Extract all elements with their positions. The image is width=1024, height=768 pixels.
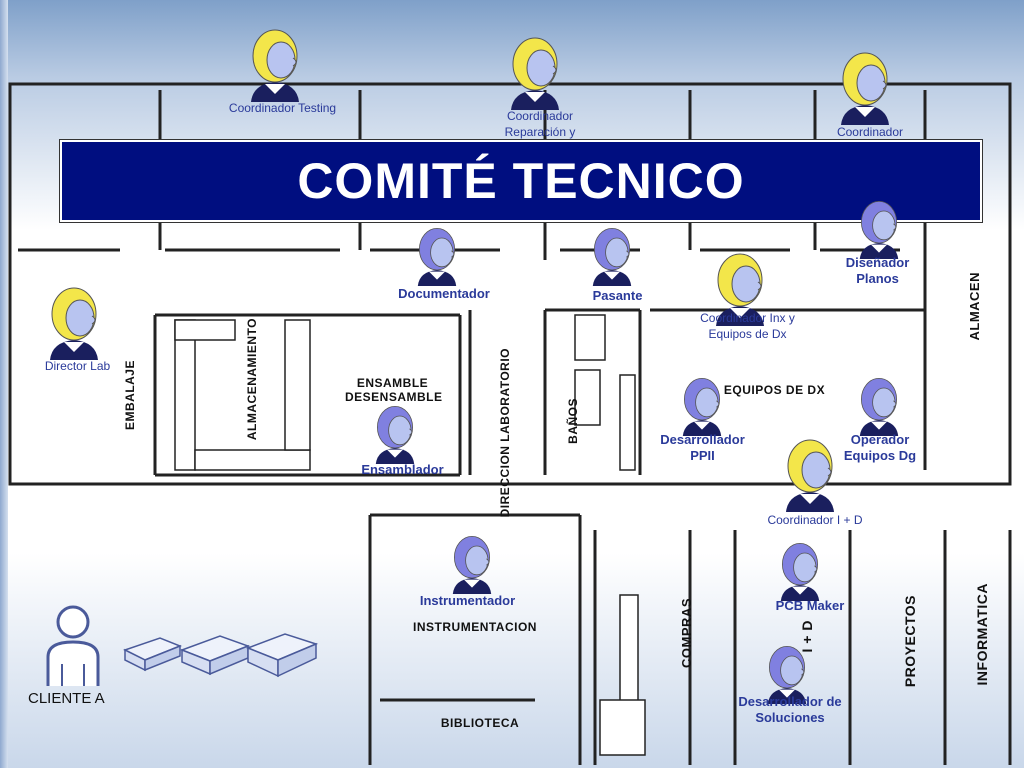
person-label-disenador: Diseñador Planos [845, 255, 910, 286]
page-title: COMITÉ TECNICO [297, 153, 745, 209]
room-ensamble: ENSAMBLE DESENSAMBLE [345, 376, 443, 404]
person-icon [50, 287, 98, 360]
person-label-operador: Operador Equipos Dg [843, 432, 917, 463]
room-embalaje: EMBALAJE [123, 360, 137, 431]
person-label-coord-top-right: Coordinador [836, 125, 904, 139]
room-equipos: EQUIPOS DE DX [723, 383, 826, 397]
client-label: CLIENTE A [28, 690, 105, 707]
wall [8, 82, 1012, 486]
person-label-coord-id: Coordinador I + D [767, 513, 863, 527]
devices-group [123, 633, 319, 678]
room-compras: COMPRAS [679, 598, 694, 668]
person-label-coord-reparacion: Coordinador Reparación y [504, 109, 576, 139]
slide-left-edge [0, 0, 8, 768]
title-banner: COMITÉ TECNICO [60, 140, 982, 222]
person-label-documentador: Documentador [398, 286, 490, 301]
person-icon [786, 439, 834, 512]
person-icon [682, 378, 722, 436]
person-label-pcb: PCB Maker [775, 598, 845, 613]
room-almacen: ALMACEN [967, 272, 982, 341]
person-icon [767, 646, 807, 704]
server-icon [245, 633, 319, 678]
person-icon [417, 228, 457, 286]
person-label-instrumentador: Instrumentador [419, 593, 516, 608]
person-icon [452, 536, 492, 594]
room-biblioteca: BIBLIOTECA [440, 716, 520, 730]
person-label-director: Director Lab [44, 359, 111, 373]
person-icon [251, 29, 299, 102]
room-proyectos: PROYECTOS [902, 595, 918, 688]
person-icon [592, 228, 632, 286]
person-label-desarrollador-sol: Desarrollador de Soluciones [738, 694, 842, 725]
person-icon [375, 406, 415, 464]
person-icon [716, 253, 764, 326]
wall [468, 308, 925, 475]
room-id: I + D [799, 620, 815, 653]
room-almacenamiento: ALMACENAMIENTO [245, 318, 259, 441]
person-icon [780, 543, 820, 601]
person-label-pasante: Pasante [592, 288, 643, 303]
person-icon [859, 201, 899, 259]
server-icon [123, 637, 183, 672]
person-label-desarrollador-ppii: Desarrollador PPII [660, 432, 745, 463]
room-instrumentacion: INSTRUMENTACION [413, 620, 537, 634]
person-label-coord-testing: Coordinador Testing [228, 101, 337, 115]
wall [368, 513, 1012, 765]
person-icon [841, 52, 889, 125]
person-icon [859, 378, 899, 436]
person-icon [511, 37, 559, 110]
room-direccion: DIRECCION LABORATORIO [498, 348, 512, 518]
person-label-ensamblador: Ensamblador [361, 462, 444, 477]
server-icon [179, 635, 251, 676]
person-label-coord-inx: Coordinador Inx y Equipos de Dx [700, 311, 795, 341]
room-banos: BAÑOS [566, 398, 580, 444]
wall [153, 313, 462, 477]
user-outline-icon [46, 605, 100, 686]
room-informatica: INFORMATICA [974, 583, 990, 686]
